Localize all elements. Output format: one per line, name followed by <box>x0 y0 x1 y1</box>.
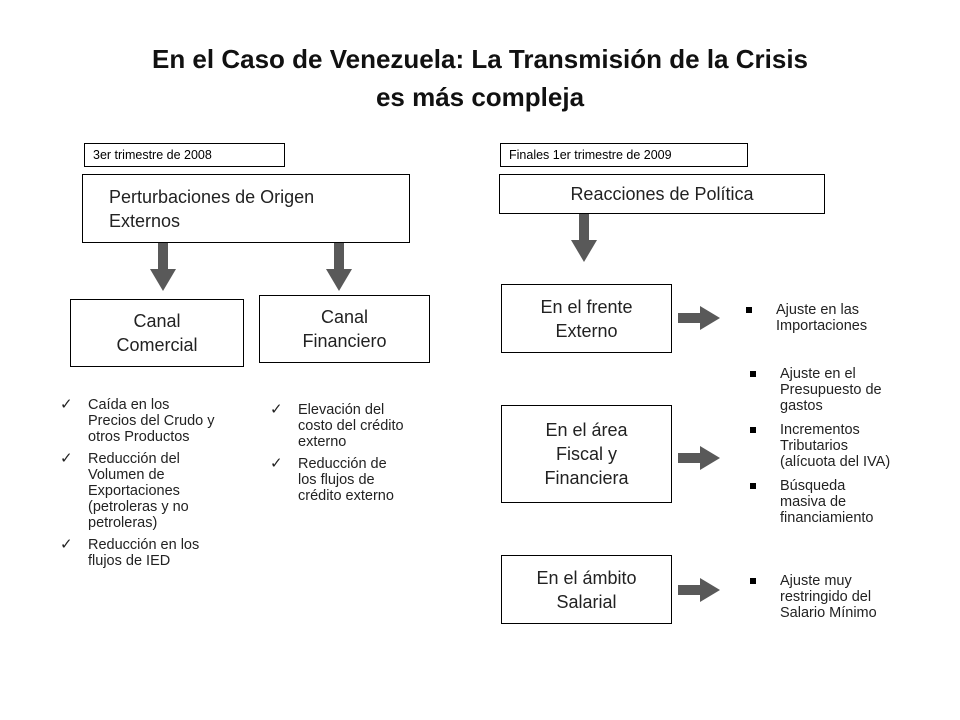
list-item: ✓ Caída en los Precios del Crudo y otros… <box>60 396 260 446</box>
origin-box-line-1: Perturbaciones de Origen <box>109 186 315 207</box>
list-item: ✓ Elevación del costo del crédito extern… <box>270 401 440 451</box>
item-line: Elevación del <box>298 402 385 418</box>
external-box-line-1: En el frente <box>540 296 633 317</box>
channel-financial-box: Canal Financiero <box>259 295 430 363</box>
external-box-line-2: Externo <box>555 320 618 341</box>
channel-commercial-line-1: Canal <box>133 311 181 331</box>
item-line: flujos de IED <box>88 553 171 569</box>
arrow-right-icon <box>678 306 720 330</box>
page-title: En el Caso de Venezuela: La Transmisión … <box>40 40 920 116</box>
origin-box-line-2: Externos <box>109 210 181 231</box>
financial-effects-list: ✓ Elevación del costo del crédito extern… <box>270 402 440 510</box>
fiscal-box-line-3: Financiera <box>544 468 629 488</box>
item-line: Búsqueda <box>780 478 846 494</box>
channel-commercial-box: Canal Comercial <box>70 299 244 367</box>
item-line: crédito externo <box>298 488 394 504</box>
item-line: los flujos de <box>298 472 375 488</box>
left-date-tag: 3er trimestre de 2008 <box>84 143 285 167</box>
item-line: restringido del <box>780 589 872 605</box>
item-line: financiamiento <box>780 510 874 526</box>
list-item: ✓ Reducción en los flujos de IED <box>60 536 260 570</box>
list-item: ✓ Reducción de los flujos de crédito ext… <box>270 455 440 505</box>
item-line: (petroleras y no <box>88 499 189 515</box>
item-line: Salario Mínimo <box>780 605 877 621</box>
fiscal-financial-box: En el área Fiscal y Financiera <box>501 405 672 503</box>
channel-financial-line-1: Canal <box>320 307 368 327</box>
list-item: Ajuste en el Presupuesto de gastos <box>744 366 944 414</box>
check-icon: ✓ <box>60 450 73 467</box>
item-line: Exportaciones <box>88 483 180 499</box>
item-line: (alícuota del IVA) <box>780 454 891 470</box>
arrow-down-icon <box>150 243 176 291</box>
channel-financial-line-2: Financiero <box>302 331 387 351</box>
item-line: Tributarios <box>780 438 848 454</box>
square-bullet-icon <box>750 483 756 489</box>
item-line: Precios del Crudo y <box>88 413 215 429</box>
square-bullet-icon <box>750 371 756 377</box>
item-line: Incrementos <box>780 422 860 438</box>
item-line: petroleras) <box>88 515 158 531</box>
origin-box: Perturbaciones de Origen Externos <box>82 174 410 243</box>
list-item: ✓ Reducción del Volumen de Exportaciones… <box>60 450 260 532</box>
item-line: Ajuste en el <box>780 366 856 382</box>
item-line: gastos <box>780 398 823 414</box>
check-icon: ✓ <box>60 396 73 413</box>
list-item: Ajuste en las Importaciones <box>740 302 940 334</box>
commercial-effects-list: ✓ Caída en los Precios del Crudo y otros… <box>60 397 260 575</box>
item-line: Reducción de <box>298 456 387 472</box>
square-bullet-icon <box>750 427 756 433</box>
title-line-2: es más compleja <box>375 82 585 112</box>
square-bullet-icon <box>746 307 752 313</box>
list-item: Búsqueda masiva de financiamiento <box>744 478 944 526</box>
external-front-box: En el frente Externo <box>501 284 672 353</box>
arrow-down-icon <box>326 243 352 291</box>
item-line: Caída en los <box>88 397 170 413</box>
item-line: Ajuste muy <box>780 573 852 589</box>
salary-measures-list: Ajuste muy restringido del Salario Mínim… <box>744 573 944 629</box>
salary-box-line-1: En el ámbito <box>536 567 637 588</box>
item-line: masiva de <box>780 494 847 510</box>
item-line: Volumen de <box>88 467 165 483</box>
fiscal-box-line-2: Fiscal y <box>555 444 617 464</box>
external-measures-list: Ajuste en las Importaciones <box>740 302 940 342</box>
arrow-right-icon <box>678 578 720 602</box>
item-line: Presupuesto de <box>780 382 882 398</box>
item-line: costo del crédito <box>298 418 404 434</box>
item-line: Importaciones <box>776 318 868 334</box>
salary-box: En el ámbito Salarial <box>501 555 672 624</box>
check-icon: ✓ <box>270 455 283 472</box>
policy-reactions-box: Reacciones de Política <box>499 174 825 214</box>
item-line: Reducción en los <box>88 537 200 553</box>
arrow-down-icon <box>571 214 597 262</box>
list-item: Incrementos Tributarios (alícuota del IV… <box>744 422 944 470</box>
fiscal-measures-list: Ajuste en el Presupuesto de gastos Incre… <box>744 366 944 534</box>
title-line-1: En el Caso de Venezuela: La Transmisión … <box>151 44 809 74</box>
item-line: otros Productos <box>88 429 190 445</box>
check-icon: ✓ <box>60 536 73 553</box>
square-bullet-icon <box>750 578 756 584</box>
arrow-right-icon <box>678 446 720 470</box>
list-item: Ajuste muy restringido del Salario Mínim… <box>744 573 944 621</box>
check-icon: ✓ <box>270 401 283 418</box>
right-date-tag: Finales 1er trimestre de 2009 <box>500 143 748 167</box>
channel-commercial-line-2: Comercial <box>116 335 198 355</box>
fiscal-box-line-1: En el área <box>545 420 628 440</box>
item-line: Ajuste en las <box>776 302 860 318</box>
salary-box-line-2: Salarial <box>556 591 617 612</box>
item-line: externo <box>298 434 347 450</box>
item-line: Reducción del <box>88 451 180 467</box>
